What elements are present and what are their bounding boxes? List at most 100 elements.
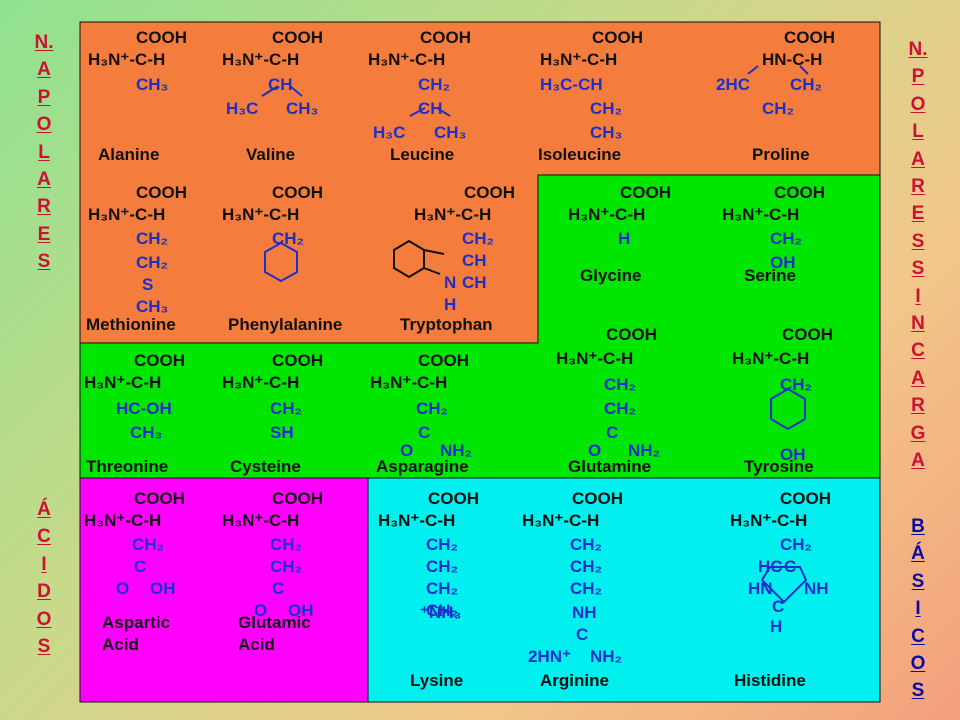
threonine-formula-part: CH₃ <box>130 423 162 442</box>
histidine-name: Histidine <box>734 671 806 690</box>
proline-name: Proline <box>752 145 810 164</box>
proline-formula-part: CH₂ <box>762 99 794 118</box>
threonine-formula-part: HC-OH <box>116 399 172 418</box>
phenylalanine-name: Phenylalanine <box>228 315 342 334</box>
arginine-formula-part: CH₂ <box>570 579 602 598</box>
asparagine-formula-part: H₃N⁺-C-H <box>370 373 447 392</box>
serine-formula-part: H₃N⁺-C-H <box>722 205 799 224</box>
glutamic_acid-formula-part: OH <box>288 601 314 620</box>
glutamine-formula-part: C <box>606 423 618 442</box>
methionine-formula-part: CH₃ <box>136 297 168 316</box>
tyrosine-formula-part: CH₂ <box>780 375 812 394</box>
leucine-name: Leucine <box>390 145 454 164</box>
histidine-formula-part: H₃N⁺-C-H <box>730 511 807 530</box>
threonine-name: Threonine <box>86 457 168 476</box>
side-label-letter: D <box>37 581 51 603</box>
side-label-letter: Á <box>911 543 925 565</box>
isoleucine-formula-part: CH₃ <box>590 123 622 142</box>
isoleucine-formula-part: COOH <box>592 28 643 47</box>
side-label-letter: A <box>911 367 925 389</box>
alanine-formula-part: H₃N⁺-C-H <box>88 50 165 69</box>
lysine-formula-part: H₃N⁺-C-H <box>378 511 455 530</box>
side-label-letter: N <box>911 313 925 335</box>
side-label-letter: O <box>910 93 926 115</box>
proline-bond-right <box>799 65 809 75</box>
side-label-letter: S <box>37 636 51 658</box>
lysine-formula-part: CH₂ <box>426 601 458 620</box>
side-label-letter: N. <box>908 39 928 60</box>
side-label-letter: S <box>911 680 925 702</box>
tryptophan-formula-part: CH₂ <box>462 229 494 248</box>
arginine-formula-part: NH₂ <box>590 647 622 666</box>
methionine-name: Methionine <box>86 315 176 334</box>
tyrosine-formula-part: H₃N⁺-C-H <box>732 349 809 368</box>
side-label-letter: A <box>911 450 925 472</box>
lysine-formula-part: CH₂ <box>426 557 458 576</box>
tyrosine-ring <box>770 387 806 431</box>
serine-name: Serine <box>744 266 796 285</box>
tyrosine-formula-part: COOH <box>782 325 833 344</box>
side-label-letter: C <box>911 340 925 362</box>
asparagine-formula-part: O <box>400 441 413 460</box>
leucine-formula-part: CH₂ <box>418 75 450 94</box>
aspartic_acid-formula-part: COOH <box>134 489 185 508</box>
side-label-letter: O <box>910 653 926 675</box>
side-label-letter: P <box>37 86 51 108</box>
arginine-formula-part: NH <box>572 603 597 622</box>
tryptophan-formula-part: H₃N⁺-C-H <box>414 205 491 224</box>
glutamic_acid-formula-part: C <box>272 579 284 598</box>
aspartic_acid-formula-part: O <box>116 579 129 598</box>
side-label-letter: L <box>38 141 50 163</box>
side-label-letter: O <box>36 608 52 630</box>
lysine-formula-part: CH₂ <box>426 535 458 554</box>
side-label-letter: I <box>41 553 47 575</box>
valine-name: Valine <box>246 145 295 164</box>
methionine-formula-part: COOH <box>136 183 187 202</box>
tryptophan-formula-part: N <box>444 273 456 292</box>
proline-formula-part: HN-C-H <box>762 50 822 69</box>
arginine-formula-part: COOH <box>572 489 623 508</box>
side-label-letter: A <box>37 169 51 191</box>
glutamic_acid-formula-part: O <box>254 601 267 620</box>
tryptophan-formula-part: CH <box>462 251 487 270</box>
arginine-formula-part: CH₂ <box>570 557 602 576</box>
proline-bond-left <box>747 65 759 75</box>
valine-formula-part: COOH <box>272 28 323 47</box>
side-label-letter: E <box>911 203 925 225</box>
glycine-formula-part: COOH <box>620 183 671 202</box>
histidine-formula-part: C <box>772 597 784 616</box>
arginine-name: Arginine <box>540 671 609 690</box>
side-label-letter: I <box>915 598 921 620</box>
glycine-name: Glycine <box>580 266 641 285</box>
threonine-formula-part: COOH <box>134 351 185 370</box>
lysine-formula-part: CH₂ <box>426 579 458 598</box>
serine-formula-part: COOH <box>774 183 825 202</box>
side-label-letter: A <box>911 148 925 170</box>
isoleucine-formula-part: CH₂ <box>590 99 622 118</box>
side-label-letter: O <box>36 114 52 136</box>
tryptophan-formula-part: COOH <box>464 183 515 202</box>
side-label-letter: A <box>37 59 51 81</box>
glutamine-formula-part: H₃N⁺-C-H <box>556 349 633 368</box>
cysteine-formula-part: H₃N⁺-C-H <box>222 373 299 392</box>
asparagine-name: Asparagine <box>376 457 469 476</box>
valine-bond-left <box>261 85 279 97</box>
glutamic_acid-formula-part: COOH <box>272 489 323 508</box>
glutamine-formula-part: CH₂ <box>604 375 636 394</box>
side-label-letter: G <box>910 422 926 444</box>
tyrosine-formula-part: OH <box>780 445 806 464</box>
valine-formula-part: H₃N⁺-C-H <box>222 50 299 69</box>
glutamine-formula-part: COOH <box>606 325 657 344</box>
glutamine-formula-part: O <box>588 441 601 460</box>
arginine-formula-part: 2HN⁺ <box>528 647 571 666</box>
alanine-formula-part: COOH <box>136 28 187 47</box>
valine-formula-part: CH <box>268 75 293 94</box>
serine-formula-part: OH <box>770 253 796 272</box>
side-label-letter: I <box>915 285 921 307</box>
asparagine-formula-part: NH₂ <box>440 441 472 460</box>
valine-formula-part: CH₃ <box>286 99 318 118</box>
methionine-formula-part: S <box>142 275 153 294</box>
glycine-formula-part: H <box>618 229 630 248</box>
